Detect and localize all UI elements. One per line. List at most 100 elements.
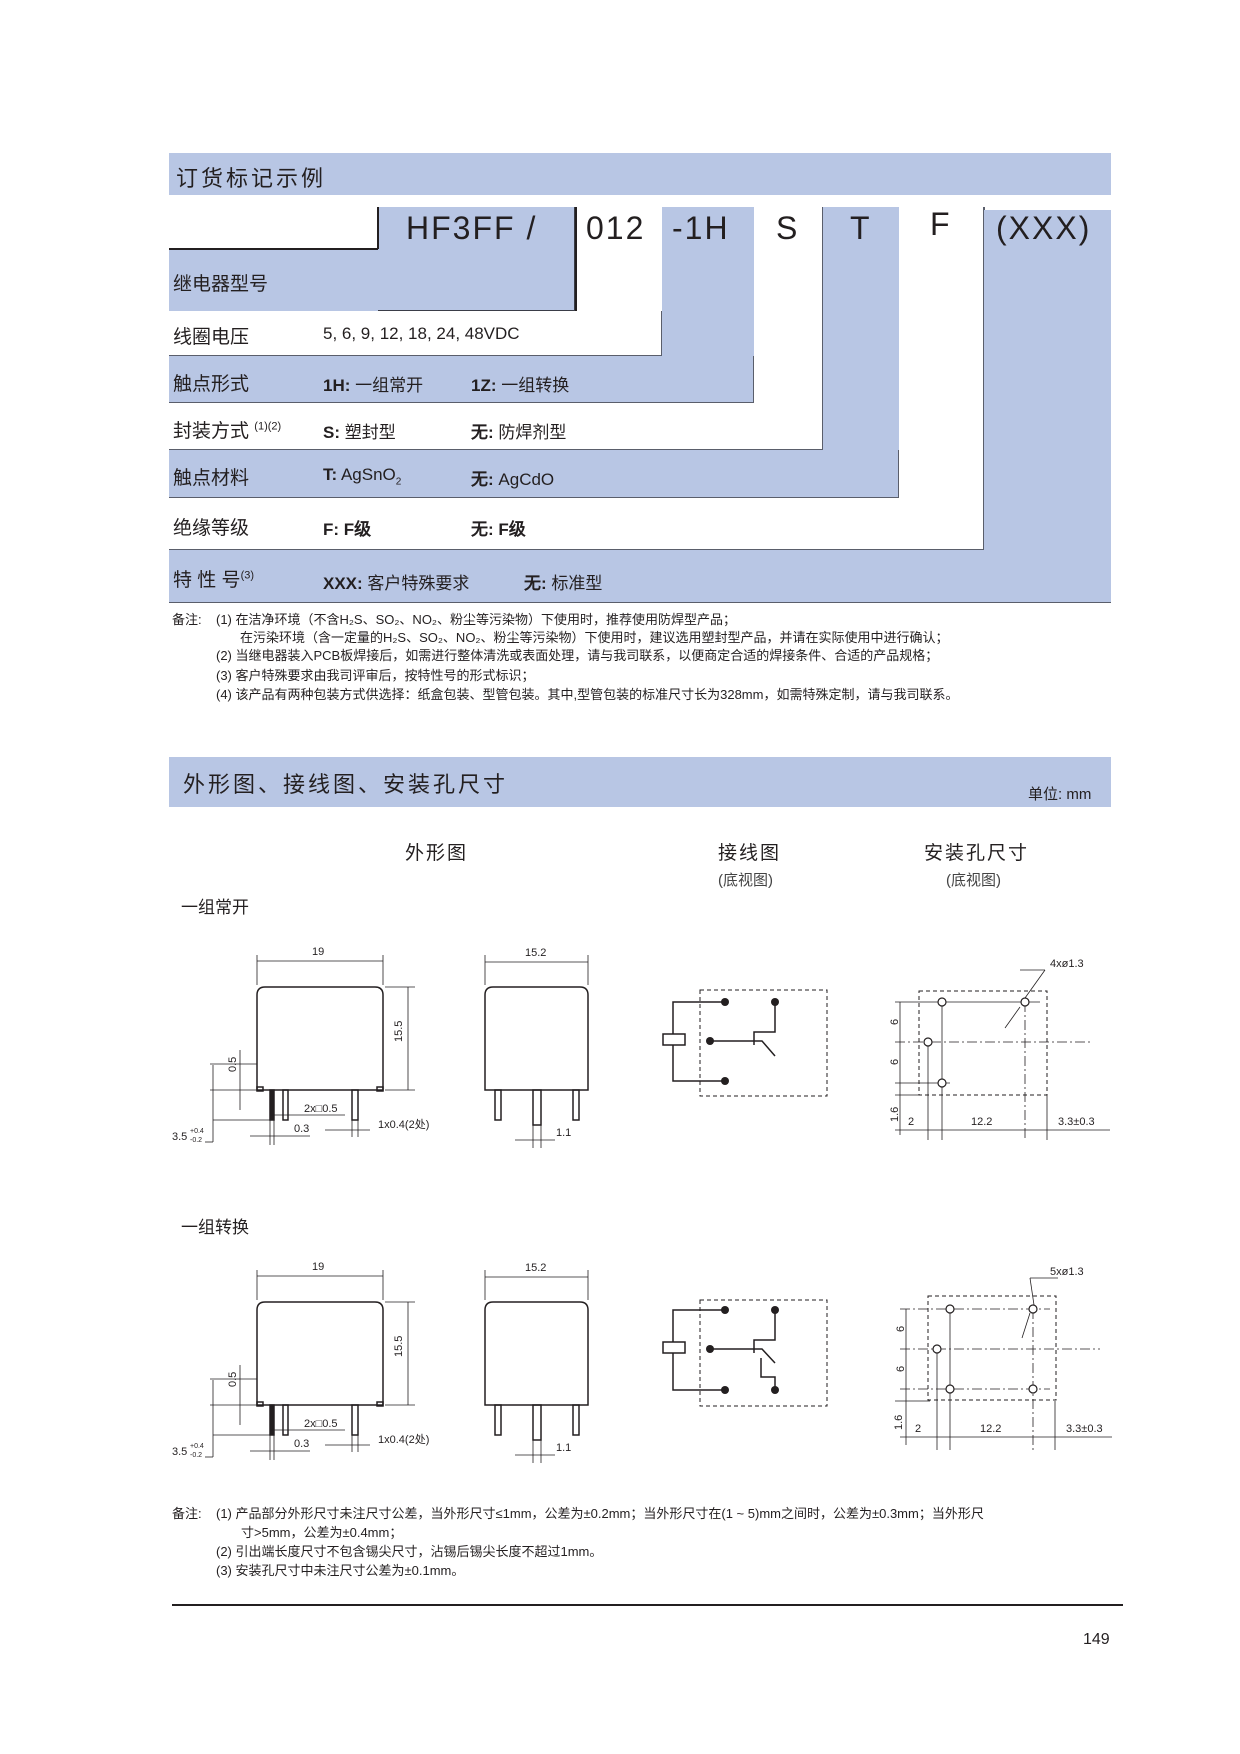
row-value-voltage: 5, 6, 9, 12, 18, 24, 48VDC	[323, 324, 520, 343]
row-opt1-special: XXX: 客户特殊要求	[323, 569, 469, 594]
svg-text:15.5: 15.5	[393, 1021, 405, 1042]
row-model-left-bg	[169, 249, 378, 311]
svg-text:3.5: 3.5	[172, 1131, 187, 1143]
svg-text:1x0.4(2处): 1x0.4(2处)	[378, 1433, 429, 1446]
row-label-insulation: 绝缘等级	[173, 518, 250, 539]
row-special-bg	[169, 550, 1111, 603]
variant-1-label: 一组常开	[181, 898, 249, 917]
opt-key: 1H:	[323, 376, 351, 395]
page-number: 149	[1083, 1631, 1110, 1648]
opt-key: S:	[323, 423, 340, 442]
dimensions-notes-label: 备注:	[172, 1506, 202, 1521]
col-t-top	[823, 207, 899, 450]
ordering-title: 订货标记示例	[176, 166, 327, 191]
dimensions-header-bar	[169, 757, 1111, 807]
code-material: T	[850, 210, 872, 246]
svg-text:19: 19	[312, 1261, 324, 1273]
opt-val: 塑封型	[340, 423, 396, 442]
svg-text:15.2: 15.2	[525, 1262, 546, 1274]
dimensions-note-3: (3) 安装孔尺寸中未注尺寸公差为±0.1mm。	[216, 1563, 465, 1578]
ordering-note-1: (1) 在洁净环境（不含H₂S、SO₂、NO₂、粉尘等污染物）下使用时，推荐使用…	[216, 612, 736, 627]
svg-text:1.6: 1.6	[889, 1107, 901, 1122]
opt-val: 客户特殊要求	[362, 574, 470, 593]
col-1h-top	[662, 207, 754, 356]
col-model-bg	[378, 207, 575, 311]
variant-2-outline-drawing: 19 15.2 15.5 0.5 2x□0.5 0.3 1x0.4(2处) 1.…	[172, 1261, 589, 1463]
svg-text:6: 6	[889, 1019, 901, 1025]
code-contact-form: -1H	[672, 210, 730, 246]
ordering-note-1b: 在污染环境（含一定量的H₂S、SO₂、NO₂、粉尘等污染物）下使用时，建议选用塑…	[240, 630, 949, 645]
col-mount-title: 安装孔尺寸	[924, 843, 1030, 864]
svg-text:1.1: 1.1	[556, 1442, 571, 1454]
svg-text:5xø1.3: 5xø1.3	[1050, 1266, 1084, 1278]
svg-text:15.2: 15.2	[525, 947, 546, 959]
svg-text:6: 6	[895, 1326, 907, 1332]
row-opt2-insulation: 无: F级	[471, 515, 526, 540]
row-label-model: 继电器型号	[173, 274, 269, 295]
variant-1-mounting-holes: 4xø1.3 6 6 1.6 2 12.2 3.3±0.3	[889, 958, 1110, 1140]
opt-sub: 2	[395, 476, 402, 488]
svg-text:2x□0.5: 2x□0.5	[304, 1418, 338, 1430]
opt-val: AgSnO	[337, 465, 396, 484]
opt-val: 防焊剂型	[493, 423, 567, 442]
row-label-special: 特 性 号(3)	[173, 565, 254, 592]
svg-text:+0.4: +0.4	[190, 1128, 204, 1135]
svg-text:6: 6	[889, 1059, 901, 1065]
opt-key: 1Z:	[471, 376, 497, 395]
svg-text:2: 2	[915, 1423, 921, 1435]
dimensions-note-2: (2) 引出端长度尺寸不包含锡尖尺寸，沾锡后锡尖长度不超过1mm。	[216, 1544, 603, 1559]
col-wiring-title: 接线图	[718, 843, 782, 864]
variant-2-mounting-holes: 5xø1.3 6 6 1.6 2 12.2 3.3±0.3	[893, 1266, 1112, 1450]
col-s-right	[822, 207, 824, 403]
opt-val: 标准型	[546, 574, 603, 593]
row-contact-form-bg	[169, 356, 754, 403]
footnote-ref: (3)	[240, 569, 255, 582]
opt-val: 一组常开	[350, 376, 424, 395]
footer-rule	[172, 1604, 1123, 1606]
label-text: 特 性 号	[173, 570, 241, 591]
svg-text:2x□0.5: 2x□0.5	[304, 1103, 338, 1115]
variant-2-label: 一组转换	[181, 1218, 249, 1237]
svg-text:3.3±0.3: 3.3±0.3	[1066, 1423, 1103, 1435]
row-opt1-package: S: 塑封型	[323, 418, 396, 443]
col-voltage-bg	[169, 311, 662, 356]
row-label-material: 触点材料	[173, 468, 250, 489]
svg-text:4xø1.3: 4xø1.3	[1050, 958, 1084, 970]
ordering-notes-label: 备注:	[172, 612, 202, 627]
svg-text:3.5: 3.5	[172, 1446, 187, 1458]
col-012-divider	[575, 207, 577, 311]
opt-key: F:	[323, 520, 340, 539]
opt-val: F级	[493, 520, 526, 539]
model-underline	[169, 248, 378, 250]
row-opt1-material: T: AgSnO2	[323, 465, 401, 487]
svg-text:15.5: 15.5	[393, 1336, 405, 1357]
variant-1-wiring-diagram	[662, 989, 828, 1097]
variant-1-outline-drawing: 19 15.2 15.5 0.5 2x□0.5 0.3 1x0.4(2处) 1.…	[172, 946, 589, 1148]
row-label-contact-form: 触点形式	[173, 374, 250, 395]
opt-key: 无:	[524, 574, 547, 593]
svg-text:12.2: 12.2	[971, 1116, 992, 1128]
svg-text:1x0.4(2处): 1x0.4(2处)	[378, 1118, 429, 1131]
row-opt1-contact-form: 1H: 一组常开	[323, 371, 423, 396]
code-model: HF3FF /	[406, 210, 538, 246]
ordering-note-4: (4) 该产品有两种包装方式供选择：纸盒包装、型管包装。其中,型管包装的标准尺寸…	[216, 687, 959, 702]
opt-key: 无:	[471, 520, 494, 539]
svg-text:12.2: 12.2	[980, 1423, 1001, 1435]
svg-text:6: 6	[895, 1366, 907, 1372]
opt-key: 无:	[471, 423, 494, 442]
row-opt2-package: 无: 防焊剂型	[471, 418, 566, 443]
row-material-bg	[169, 450, 899, 498]
footnote-ref: (1)(2)	[254, 420, 282, 433]
code-voltage: 012	[586, 210, 646, 246]
svg-text:0.3: 0.3	[294, 1123, 309, 1135]
code-package: S	[776, 210, 800, 246]
ordering-header-bar	[169, 153, 1111, 195]
row-label-voltage: 线圈电压	[173, 327, 250, 348]
dimensions-note-1: (1) 产品部分外形尺寸未注尺寸公差，当外形尺寸≤1mm，公差为±0.2mm；当…	[216, 1506, 984, 1521]
variant-2-wiring-diagram	[662, 1299, 828, 1407]
svg-text:+0.4: +0.4	[190, 1443, 204, 1450]
row-package-bg	[169, 403, 823, 450]
unit-label: 单位: mm	[1028, 786, 1092, 803]
dimensions-note-1b: 寸>5mm，公差为±0.4mm；	[241, 1525, 403, 1540]
opt-val: AgCdO	[493, 470, 555, 489]
